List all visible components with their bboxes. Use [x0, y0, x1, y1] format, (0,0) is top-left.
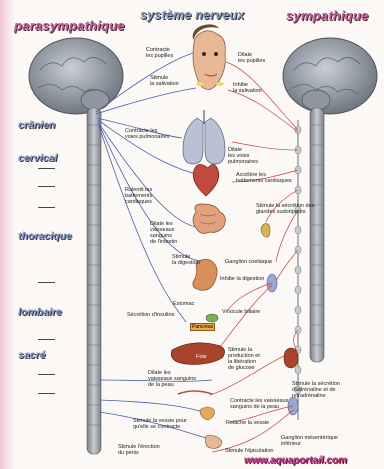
header-systeme-nerveux: système nerveux [140, 8, 244, 22]
label-stomach: Estomac [173, 301, 194, 307]
kidney-organ [284, 348, 298, 368]
sweat-gland-organ [261, 224, 270, 238]
left-cerebellum [81, 90, 109, 110]
label-slow-heart: Ralentit les battements cardiaques [125, 187, 152, 205]
label-relax-bladder: Relâche la vessie [226, 420, 269, 426]
bladder-organ [200, 407, 214, 420]
lungs-organ [183, 110, 225, 164]
label-inhibit-digestion: Inhibe la digestion [220, 276, 264, 282]
label-dilate-intestine: Dilate les vaisseaux sanguins de l'intes… [150, 221, 177, 245]
label-insulin: Sécrétion d'insuline [127, 312, 175, 318]
label-dilate-pupils: Dilate les pupilles [238, 52, 265, 64]
level-thoracique: thoracique [18, 230, 72, 242]
label-pancreas: Pancréas [190, 323, 215, 331]
label-inhibit-salivation: Inhibe la salivation [233, 82, 262, 94]
level-sacre: sacré [18, 349, 45, 361]
label-gallbladder: Vésicule biliaire [222, 309, 260, 315]
label-dilate-airways: Dilate les voies pulmonaires [228, 147, 258, 165]
header-sympathique: sympathique [286, 8, 368, 23]
label-contract-airways: Contracte les voies pulmonaires [125, 128, 169, 140]
skin-vessel [178, 391, 212, 394]
level-tick [38, 168, 55, 169]
gallbladder-organ [206, 314, 218, 322]
right-brain [283, 38, 377, 114]
right-spinal-cord [310, 108, 324, 362]
label-accel-heart: Accélère les battements cardiaques [236, 172, 292, 184]
level-tick [38, 207, 55, 208]
sympathetic-chain [295, 120, 301, 420]
label-bladder-contract: Stimule la vessie pour qu'elle se contra… [133, 418, 187, 430]
label-liver: Foie [196, 354, 207, 360]
heart-organ [193, 164, 219, 196]
face-organ [193, 24, 226, 89]
left-spinal-cord [87, 108, 101, 454]
intestine-organ [193, 204, 225, 233]
label-adrenaline: Stimule la sécrétion d'adrénaline et de … [292, 381, 340, 399]
label-dilate-skin: Dilate les vaisseaux sanguins de la peau [148, 370, 196, 388]
level-cranien: crânien [18, 119, 55, 131]
label-contract-pupils: Contracte les pupilles [146, 47, 173, 59]
label-glucose: Stimule la production et la libération d… [228, 347, 260, 371]
label-mesenteric: Ganglion mésentérique inférieur [281, 435, 338, 447]
level-tick [38, 339, 55, 340]
watermark-url: www.aquaportail.com [244, 455, 347, 466]
label-stim-salivation: Stimule la salivation [150, 75, 179, 87]
label-sweat: Stimule la sécrétion des glandes sudorip… [256, 203, 314, 215]
label-contract-skin: Contracte les vaisseaux sanguins de la p… [230, 398, 288, 410]
level-tick [38, 393, 55, 394]
level-tick [38, 282, 55, 283]
level-tick [38, 186, 55, 187]
label-celiac: Ganglion coeliaque [225, 259, 272, 265]
level-lombaire: lombaire [18, 306, 62, 318]
sympathetic-nerves [210, 62, 298, 452]
label-erection: Stimule l'érection du penis [118, 444, 160, 456]
label-ejaculation: Stimule l'éjaculation [225, 448, 273, 454]
label-stim-digestion: Stimule la digestion [172, 254, 200, 266]
level-cervical: cervical [18, 152, 57, 164]
level-tick [38, 374, 55, 375]
genital-organ [206, 436, 223, 449]
header-parasympathique: parasympathique [14, 18, 125, 33]
